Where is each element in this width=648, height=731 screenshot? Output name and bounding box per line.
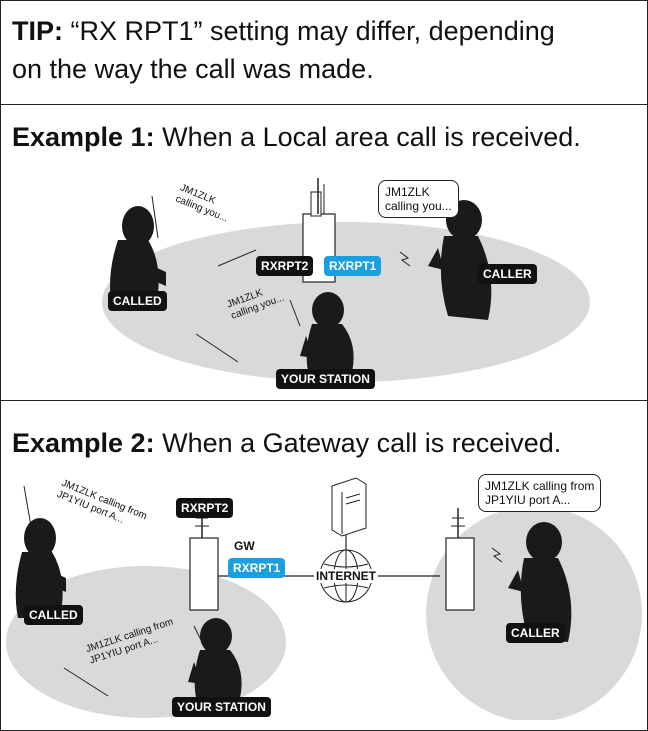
divider	[0, 104, 648, 105]
caller-tag: CALLER	[478, 264, 537, 284]
speech-line	[195, 333, 239, 363]
rxrpt1-tag: RXRPT1	[228, 558, 286, 578]
example-1-heading: Example 1: When a Local area call is rec…	[12, 118, 581, 156]
signal-icon	[491, 547, 503, 563]
called-person-icon	[110, 206, 166, 306]
caller-person-icon	[428, 200, 492, 320]
called-person-icon	[15, 518, 66, 618]
caller-speech-bubble: JM1ZLK calling you...	[378, 180, 459, 218]
speech-line	[217, 249, 257, 267]
your-station-person-icon	[188, 618, 242, 698]
example-1-label: Example 1:	[12, 122, 155, 152]
example-2-illustration	[6, 477, 642, 720]
caller-speech-bubble: JM1ZLK calling from JP1YIU port A...	[478, 474, 602, 512]
speech-line	[151, 195, 159, 239]
caller-person-icon	[508, 522, 572, 642]
server-icon	[331, 477, 367, 537]
your-station-tag: YOUR STATION	[276, 369, 375, 389]
your-station-tag: YOUR STATION	[172, 697, 271, 717]
caller-tag: CALLER	[506, 623, 565, 643]
example-2-text: When a Gateway call is received.	[154, 428, 562, 458]
speech-line	[289, 299, 301, 327]
example-2-label: Example 2:	[12, 428, 155, 458]
signal-icon	[399, 251, 411, 267]
rxrpt2-tag: RXRPT2	[176, 498, 234, 518]
tip-text-1: “RX RPT1” setting may differ, depending	[63, 16, 555, 46]
gw-label: GW	[234, 539, 255, 553]
example-2-heading: Example 2: When a Gateway call is receiv…	[12, 424, 561, 462]
rxrpt2-tag: RXRPT2	[256, 256, 314, 276]
divider	[0, 400, 648, 401]
tip-line-1: TIP: “RX RPT1” setting may differ, depen…	[12, 12, 555, 50]
called-tag: CALLED	[108, 291, 167, 311]
rxrpt1-tag: RXRPT1	[324, 256, 382, 276]
example-2-diagram: JM1ZLK calling from JP1YIU port A... JM1…	[0, 472, 648, 720]
your-station-person-icon	[300, 292, 354, 372]
repeater-icon	[189, 508, 219, 611]
example-1-text: When a Local area call is received.	[154, 122, 581, 152]
example-1-diagram: JM1ZLK calling you... JM1ZLK calling you…	[0, 170, 648, 400]
example-1-illustration	[102, 178, 590, 382]
called-tag: CALLED	[24, 605, 83, 625]
repeater-icon	[445, 508, 475, 611]
speech-line	[63, 667, 109, 697]
internet-label: INTERNET	[314, 569, 378, 583]
tip-label: TIP:	[12, 16, 63, 46]
tip-line-2: on the way the call was made.	[12, 54, 374, 84]
